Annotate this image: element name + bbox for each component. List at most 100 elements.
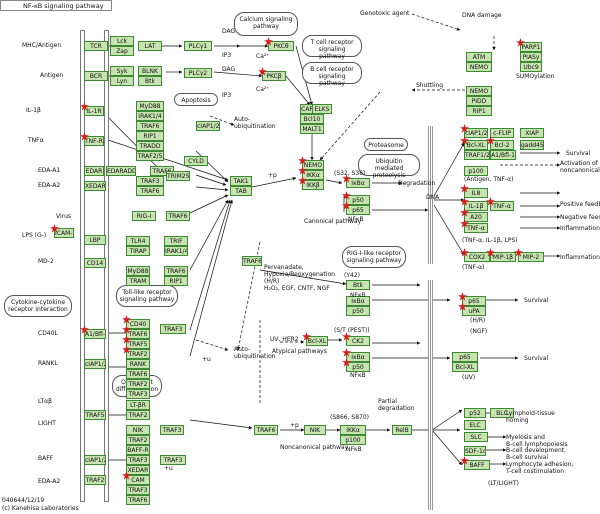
gene-box[interactable]: BLNK	[138, 66, 162, 76]
gene-box[interactable]: RIP1	[164, 276, 188, 286]
gene-box[interactable]: TAK1	[230, 176, 252, 186]
gene-box[interactable]: IKKα	[302, 170, 324, 180]
gene-box[interactable]: EDARADD	[106, 166, 136, 176]
gene-box[interactable]: PIASy	[520, 52, 542, 62]
gene-box[interactable]: CAM	[126, 475, 150, 485]
gene-box[interactable]: TRAF6	[126, 329, 150, 339]
calcium-pathway[interactable]: Calcium signaling pathway	[234, 12, 298, 36]
gene-box[interactable]: c-FLIP	[490, 128, 514, 138]
gene-box[interactable]: Lck	[110, 36, 134, 46]
apoptosis-pathway[interactable]: Apoptosis	[174, 93, 218, 106]
tlr-pathway[interactable]: Toll-like receptor signaling pathway	[116, 285, 178, 307]
gene-box[interactable]: p65	[346, 205, 370, 215]
gene-box[interactable]: Zap	[110, 46, 134, 56]
gene-box[interactable]: BAFF	[464, 460, 490, 470]
gene-box[interactable]: CD14	[84, 258, 106, 268]
gene-box[interactable]: p52	[464, 408, 486, 418]
gene-box[interactable]: TRAF3	[126, 455, 150, 465]
gene-box[interactable]: TRIM25	[166, 171, 190, 181]
gene-box[interactable]: IKKα	[340, 425, 366, 435]
gene-box[interactable]: cIAP1/2	[196, 121, 220, 131]
gene-box[interactable]: A1/Bfl-1	[490, 150, 516, 160]
gene-box[interactable]: p100	[464, 166, 488, 176]
gene-box[interactable]: p50	[346, 362, 370, 372]
gene-box[interactable]: PKCβ	[262, 71, 286, 81]
gene-box[interactable]: p65	[452, 352, 478, 362]
gene-box[interactable]: TRAF6	[136, 121, 164, 131]
gene-box[interactable]: Ubc9	[520, 62, 542, 72]
gene-box[interactable]: IL-1β	[464, 201, 488, 211]
gene-box[interactable]: IKKβ	[302, 180, 324, 190]
gene-box[interactable]: IκBα	[346, 296, 370, 306]
gene-box[interactable]: Bcl-XL	[452, 362, 478, 372]
gene-box[interactable]: ATM	[466, 52, 492, 62]
gene-box[interactable]: TRAM	[126, 276, 150, 286]
gene-box[interactable]: TRAF6	[126, 369, 150, 379]
gene-box[interactable]: TRAF6	[166, 211, 190, 221]
gene-box[interactable]: SDF-1α	[464, 446, 486, 456]
gene-box[interactable]: RelB	[392, 425, 412, 435]
gene-box[interactable]: TRAF3	[160, 425, 184, 435]
gene-box[interactable]: ICAM-1	[54, 228, 74, 238]
gene-box[interactable]: TRAF5	[126, 339, 150, 349]
gene-box[interactable]: p100	[340, 435, 366, 445]
gene-box[interactable]: IκBα	[346, 352, 370, 362]
tcell-pathway[interactable]: T cell receptor signaling pathway	[302, 35, 362, 60]
gene-box[interactable]: MIP-1β	[490, 252, 516, 262]
gene-box[interactable]: ELC	[464, 420, 486, 430]
gene-box[interactable]: LAT	[138, 41, 162, 51]
gene-box[interactable]: CD40	[126, 319, 150, 329]
gene-box[interactable]: Bcl10	[300, 114, 324, 124]
gene-box[interactable]: TIRAP	[126, 246, 150, 256]
gene-box[interactable]: SLC	[464, 432, 488, 442]
gene-box[interactable]: NEMO	[466, 86, 492, 96]
gene-box[interactable]: IL-1R	[84, 106, 104, 116]
gene-box[interactable]: TRAF1/2	[464, 150, 490, 160]
gene-box[interactable]: NEMO	[466, 62, 492, 72]
gene-box[interactable]: Btk	[138, 76, 162, 86]
gene-box[interactable]: A1/Bfl-1	[84, 329, 106, 339]
cytokine-pathway[interactable]: Cytokine-cytokine receptor interaction	[4, 295, 72, 317]
gene-box[interactable]: Syk	[110, 66, 134, 76]
gene-box[interactable]: BLC	[490, 408, 514, 418]
gene-box[interactable]: CYLD	[184, 156, 208, 166]
gene-box[interactable]: TRAF3	[126, 485, 150, 495]
gene-box[interactable]: Bcl-XL	[306, 336, 328, 346]
riglike-pathway[interactable]: RIG-I-like receptor signaling pathway	[342, 246, 406, 268]
gene-box[interactable]: TRAF2	[126, 379, 150, 389]
gene-box[interactable]: TNF-R1	[84, 136, 104, 146]
gene-box[interactable]: TNF-α	[464, 223, 488, 233]
gene-box[interactable]: IL8	[464, 188, 488, 198]
gene-box[interactable]: RANK	[126, 359, 150, 369]
gene-box[interactable]: IRAK1/4	[136, 111, 164, 121]
gene-box[interactable]: cIAP1/2	[84, 359, 106, 369]
gene-box[interactable]: TRAF6	[242, 256, 262, 266]
gene-box[interactable]: TCR	[84, 41, 108, 51]
gene-box[interactable]: CK2	[346, 336, 370, 346]
gene-box[interactable]: RIP1	[136, 131, 164, 141]
gene-box[interactable]: EDAR	[84, 166, 104, 176]
gene-box[interactable]: TRIF	[164, 236, 188, 246]
gene-box[interactable]: PIDD	[466, 96, 492, 106]
gene-box[interactable]: MALT1	[300, 124, 324, 134]
gene-box[interactable]: A20	[464, 212, 488, 222]
gene-box[interactable]: TRAF6	[126, 495, 150, 505]
gene-box[interactable]: LT-βR	[126, 400, 150, 410]
gene-box[interactable]: cIAP1/2	[84, 455, 106, 465]
gene-box[interactable]: TRAF2	[126, 410, 150, 420]
gene-box[interactable]: TRAF6	[136, 186, 164, 196]
gene-box[interactable]: RIG-I	[132, 211, 156, 221]
gene-box[interactable]: TRAF5	[84, 410, 106, 420]
proteasome-pathway[interactable]: Proteasome	[364, 138, 408, 151]
gene-box[interactable]: Bcl-XL	[464, 140, 488, 150]
gene-box[interactable]: IRAK1/4	[164, 246, 188, 256]
gene-box[interactable]: TRAF3	[126, 389, 150, 399]
gene-box[interactable]: BAFF-R	[126, 445, 150, 455]
gene-box[interactable]: p50	[346, 195, 370, 205]
gene-box[interactable]: TLR4	[126, 236, 150, 246]
gene-box[interactable]: MyD88	[126, 266, 150, 276]
gene-box[interactable]: ELKS	[312, 104, 332, 114]
gene-box[interactable]: Lyn	[110, 76, 134, 86]
gene-box[interactable]: RIP1	[466, 106, 492, 116]
gene-box[interactable]: PLCγ2	[184, 68, 212, 78]
